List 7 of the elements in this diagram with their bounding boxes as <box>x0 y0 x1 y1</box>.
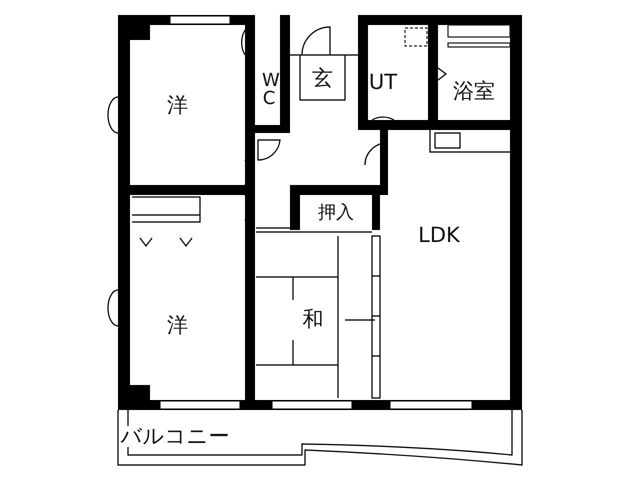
room-label: 押入 <box>318 204 354 222</box>
room-label: 和 <box>302 308 324 330</box>
room-label: 洋 <box>167 94 188 116</box>
room-label: 浴室 <box>453 80 495 102</box>
room-label: 玄 <box>312 68 333 88</box>
room-label: バルコニー <box>120 426 230 446</box>
room-label: 洋 <box>167 314 188 336</box>
